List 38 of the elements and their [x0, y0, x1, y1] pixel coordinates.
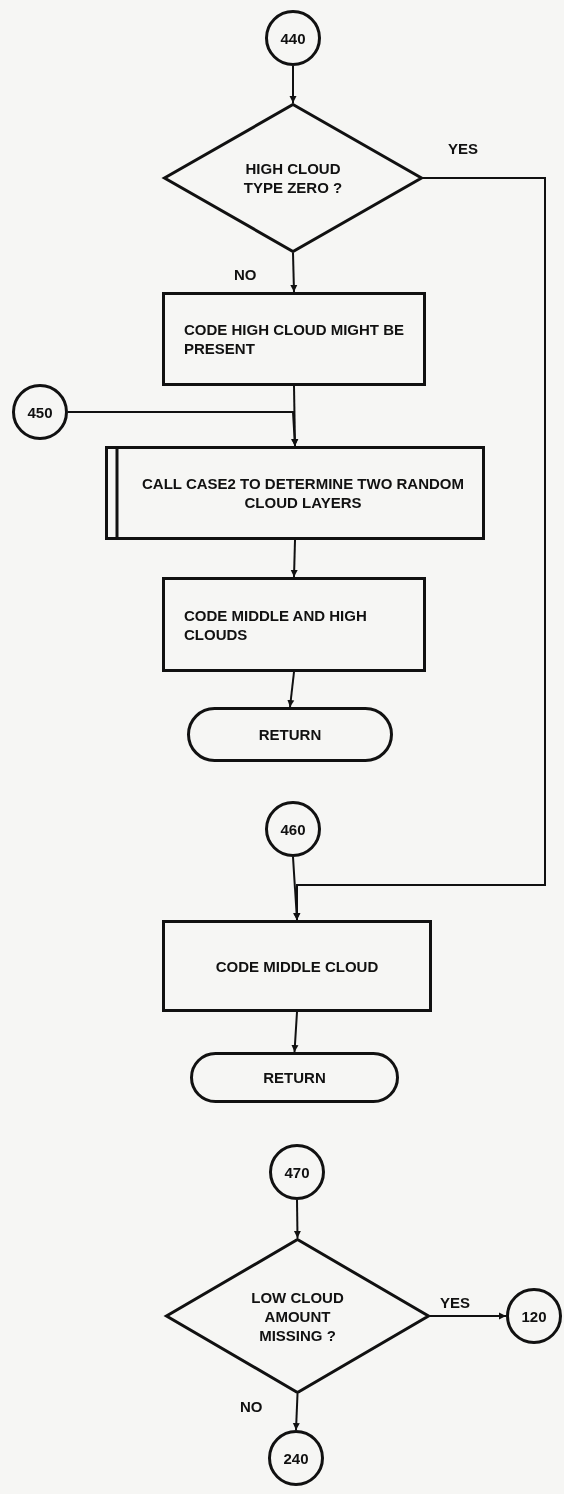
connector-number: 120: [521, 1306, 547, 1326]
process-box: [162, 292, 426, 386]
connector-circle: [265, 801, 321, 857]
connector-number: 470: [284, 1162, 310, 1182]
arrow: [289, 65, 297, 104]
connector-number: 240: [283, 1448, 309, 1468]
connector-circle: [265, 10, 321, 66]
arrow: [292, 1393, 300, 1431]
terminal-shape: [187, 707, 393, 762]
process-box: [162, 577, 426, 672]
step-text: CODE MIDDLE AND HIGH CLOUDS: [184, 605, 368, 644]
step-text: RETURN: [263, 1068, 326, 1087]
arrow: [291, 1011, 299, 1053]
predefined-process-box: [105, 446, 485, 540]
step-text: CALL CASE2 TO DETERMINE TWO RANDOM CLOUD LAYERS: [141, 474, 465, 512]
decision-diamond: [165, 1238, 430, 1394]
connector-number: 450: [27, 402, 53, 422]
step-text: CODE MIDDLE CLOUD: [215, 956, 379, 976]
arrow: [290, 252, 298, 293]
connector-circle: [506, 1288, 562, 1344]
connector-circle: [268, 1430, 324, 1486]
connector-number: 460: [280, 819, 306, 839]
connector-number: 440: [280, 28, 306, 48]
process-box: [162, 920, 432, 1012]
arrow: [287, 671, 295, 708]
arrow: [290, 539, 298, 578]
decision-diamond: [163, 103, 423, 253]
terminal-shape: [190, 1052, 399, 1103]
arrow: [292, 856, 301, 921]
decision-question: LOW CLOUD AMOUNT MISSING ?: [250, 1287, 345, 1345]
decision-question: HIGH CLOUD TYPE ZERO ?: [242, 159, 344, 197]
arrow: [429, 1312, 507, 1320]
connector-circle: [12, 384, 68, 440]
step-text: RETURN: [258, 725, 322, 744]
arrow: [293, 1199, 301, 1239]
connector-circle: [269, 1144, 325, 1200]
arrow: [67, 411, 299, 447]
step-text: CODE HIGH CLOUD MIGHT BE PRESENT: [184, 320, 404, 358]
